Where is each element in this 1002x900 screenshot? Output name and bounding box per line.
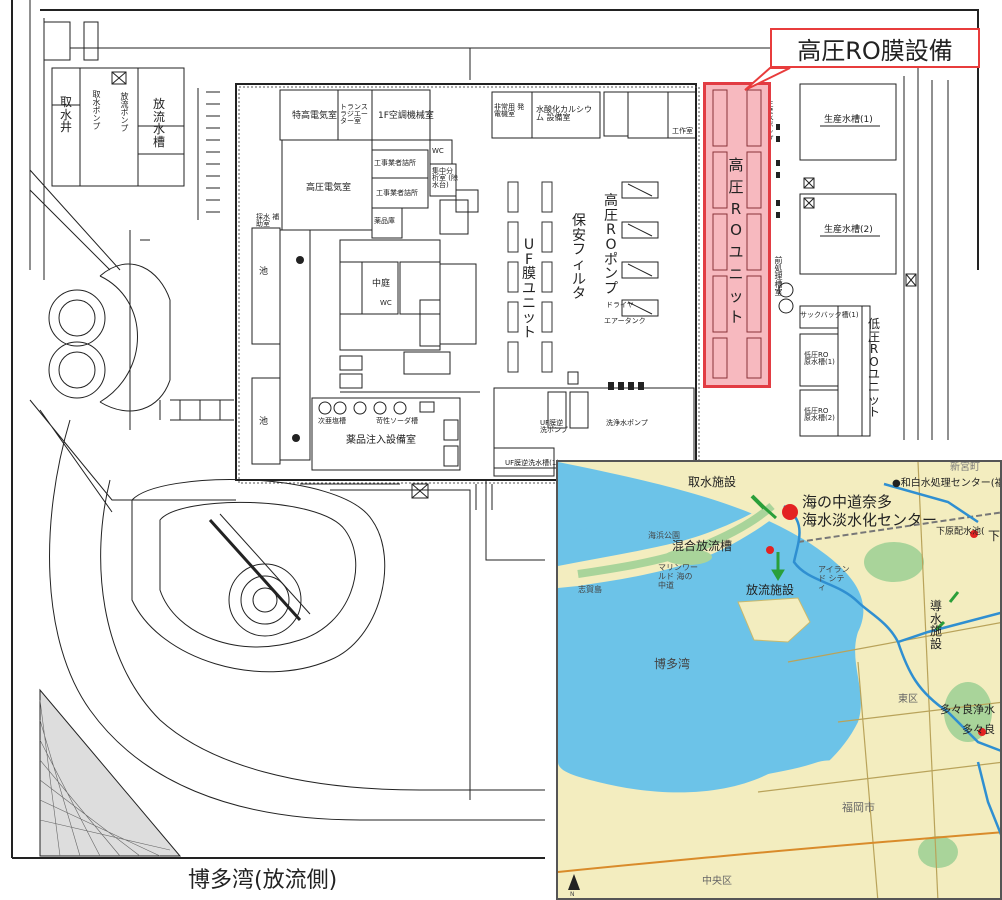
lp-ro-tank-1-label: 低圧RO 原水槽(1): [804, 351, 835, 366]
map-wajiro-label: ●和白水処理センター(福岡: [892, 478, 1000, 489]
map-center-label-2: 海水淡水化センター: [802, 511, 938, 529]
map-higashi-ku-label: 東区: [898, 694, 918, 705]
bottom-title: 博多湾(放流側): [188, 868, 338, 893]
product-tank-1-label: 生産水槽(1): [824, 115, 873, 125]
map-discharge-label: 放流施設: [746, 583, 795, 597]
map-umi-park-label: 海浜公園: [648, 531, 680, 540]
tokko-room-label: 特高電気室: [292, 111, 338, 121]
callout-pointer: [744, 67, 791, 91]
map-island-city-label: アイランド シティ: [818, 565, 850, 592]
map-fukuoka-label: 福岡市: [842, 801, 875, 814]
workers-room-2-label: 工事業者詰所: [376, 189, 418, 197]
map-drawing: [558, 462, 1000, 898]
courtyard-label: 中庭: [372, 279, 391, 289]
work-room-label: 工作室: [672, 127, 693, 135]
hypochlorite-label: 次亜塩槽: [318, 417, 346, 425]
hv-room-label: 高圧電気室: [306, 183, 352, 193]
map-conduit-label: 導水施設: [930, 599, 943, 651]
map-shingu-label: 新宮町: [950, 462, 980, 473]
ro-unit-label: 高圧ROユニット: [728, 156, 744, 327]
map-marine-world-label: マリンワールド 海の中道: [658, 563, 698, 590]
discharge-pump-label: 放流ポンプ: [120, 92, 129, 132]
caustic-soda-label: 苛性ソーダ槽: [376, 417, 418, 425]
map-hakata-bay-label: 博多湾: [654, 657, 691, 671]
hp-pump-label: 高圧ROポンプ: [604, 193, 618, 298]
pretreatment-label: 前処理槽室: [774, 256, 783, 296]
trans-room-label: トランス ラジエーター室: [340, 103, 368, 125]
backwash-pumps-label: UF膜逆洗ポンプ: [540, 419, 568, 434]
chem-storage-label: 薬品庫: [374, 217, 395, 225]
intake-well-label: 取水井: [59, 95, 72, 135]
map-shimobaru-label: 下原配水池(: [936, 527, 985, 537]
product-tank-2-label: 生産水槽(2): [824, 225, 873, 235]
sample-room-label: 採水 補助室: [256, 213, 280, 228]
pond-1-label: 池: [259, 267, 269, 277]
callout-high-pressure-ro: 高圧RO膜設備: [770, 28, 980, 68]
discharge-tank-label: 放流水槽: [152, 97, 165, 149]
wc-1-label: WC: [432, 147, 444, 155]
pond-2-label: 池: [259, 417, 269, 427]
drier-label: ドライヤ: [606, 301, 634, 309]
ro-module-lines: [712, 89, 762, 379]
backwash-tank-label: UF膜逆洗水槽(1): [505, 459, 560, 467]
map-mixing-label: 混合放流槽: [672, 539, 733, 553]
uf-unit-label: UF膜ユニット: [522, 237, 536, 342]
map-tatara-label: 多々良浄水: [940, 703, 995, 716]
air-machine-room-label: 1F空調機械室: [378, 111, 434, 121]
map-tatara-2-label: 多々良: [962, 723, 995, 736]
central-analysis-label: 集中分析室 (除水台): [432, 167, 458, 189]
chem-injection-label: 薬品注入設備室: [346, 435, 416, 446]
air-tank-label: エアータンク: [604, 317, 646, 325]
callout-label: 高圧RO膜設備: [797, 36, 953, 65]
map-center-label-1: 海の中道奈多: [802, 493, 893, 511]
wc-2-label: WC: [380, 299, 392, 307]
map-intake-label: 取水施設: [688, 475, 737, 489]
sackback-tank-label: サックバック槽(1): [800, 311, 859, 319]
emergency-gen-label: 非常用 発電機室: [494, 103, 525, 118]
workers-room-1-label: 工事業者詰所: [374, 159, 416, 167]
safety-filter-label: 保安フィルタ: [572, 213, 586, 303]
high-pressure-ro-area: [703, 82, 771, 388]
location-map-inset: 取水施設 海の中道奈多 海水淡水化センター 混合放流槽 放流施設 ●和白水処理セ…: [556, 460, 1002, 900]
map-shikanoshima-label: 志賀島: [578, 585, 602, 594]
map-shimobaru-2-label: 下: [988, 529, 1001, 543]
wash-pumps-label: 洗浄水ポンプ: [606, 419, 648, 427]
map-north-label: N: [570, 891, 575, 898]
lp-ro-tank-2-label: 低圧RO 原水槽(2): [804, 407, 835, 422]
caco3-label: 水酸化カルシウム 設備室: [536, 105, 592, 122]
lp-ro-unit-label: 低圧ROユニット: [867, 317, 880, 420]
intake-pump-label: 取水ポンプ: [92, 90, 101, 130]
map-chuo-ku-label: 中央区: [702, 876, 732, 887]
